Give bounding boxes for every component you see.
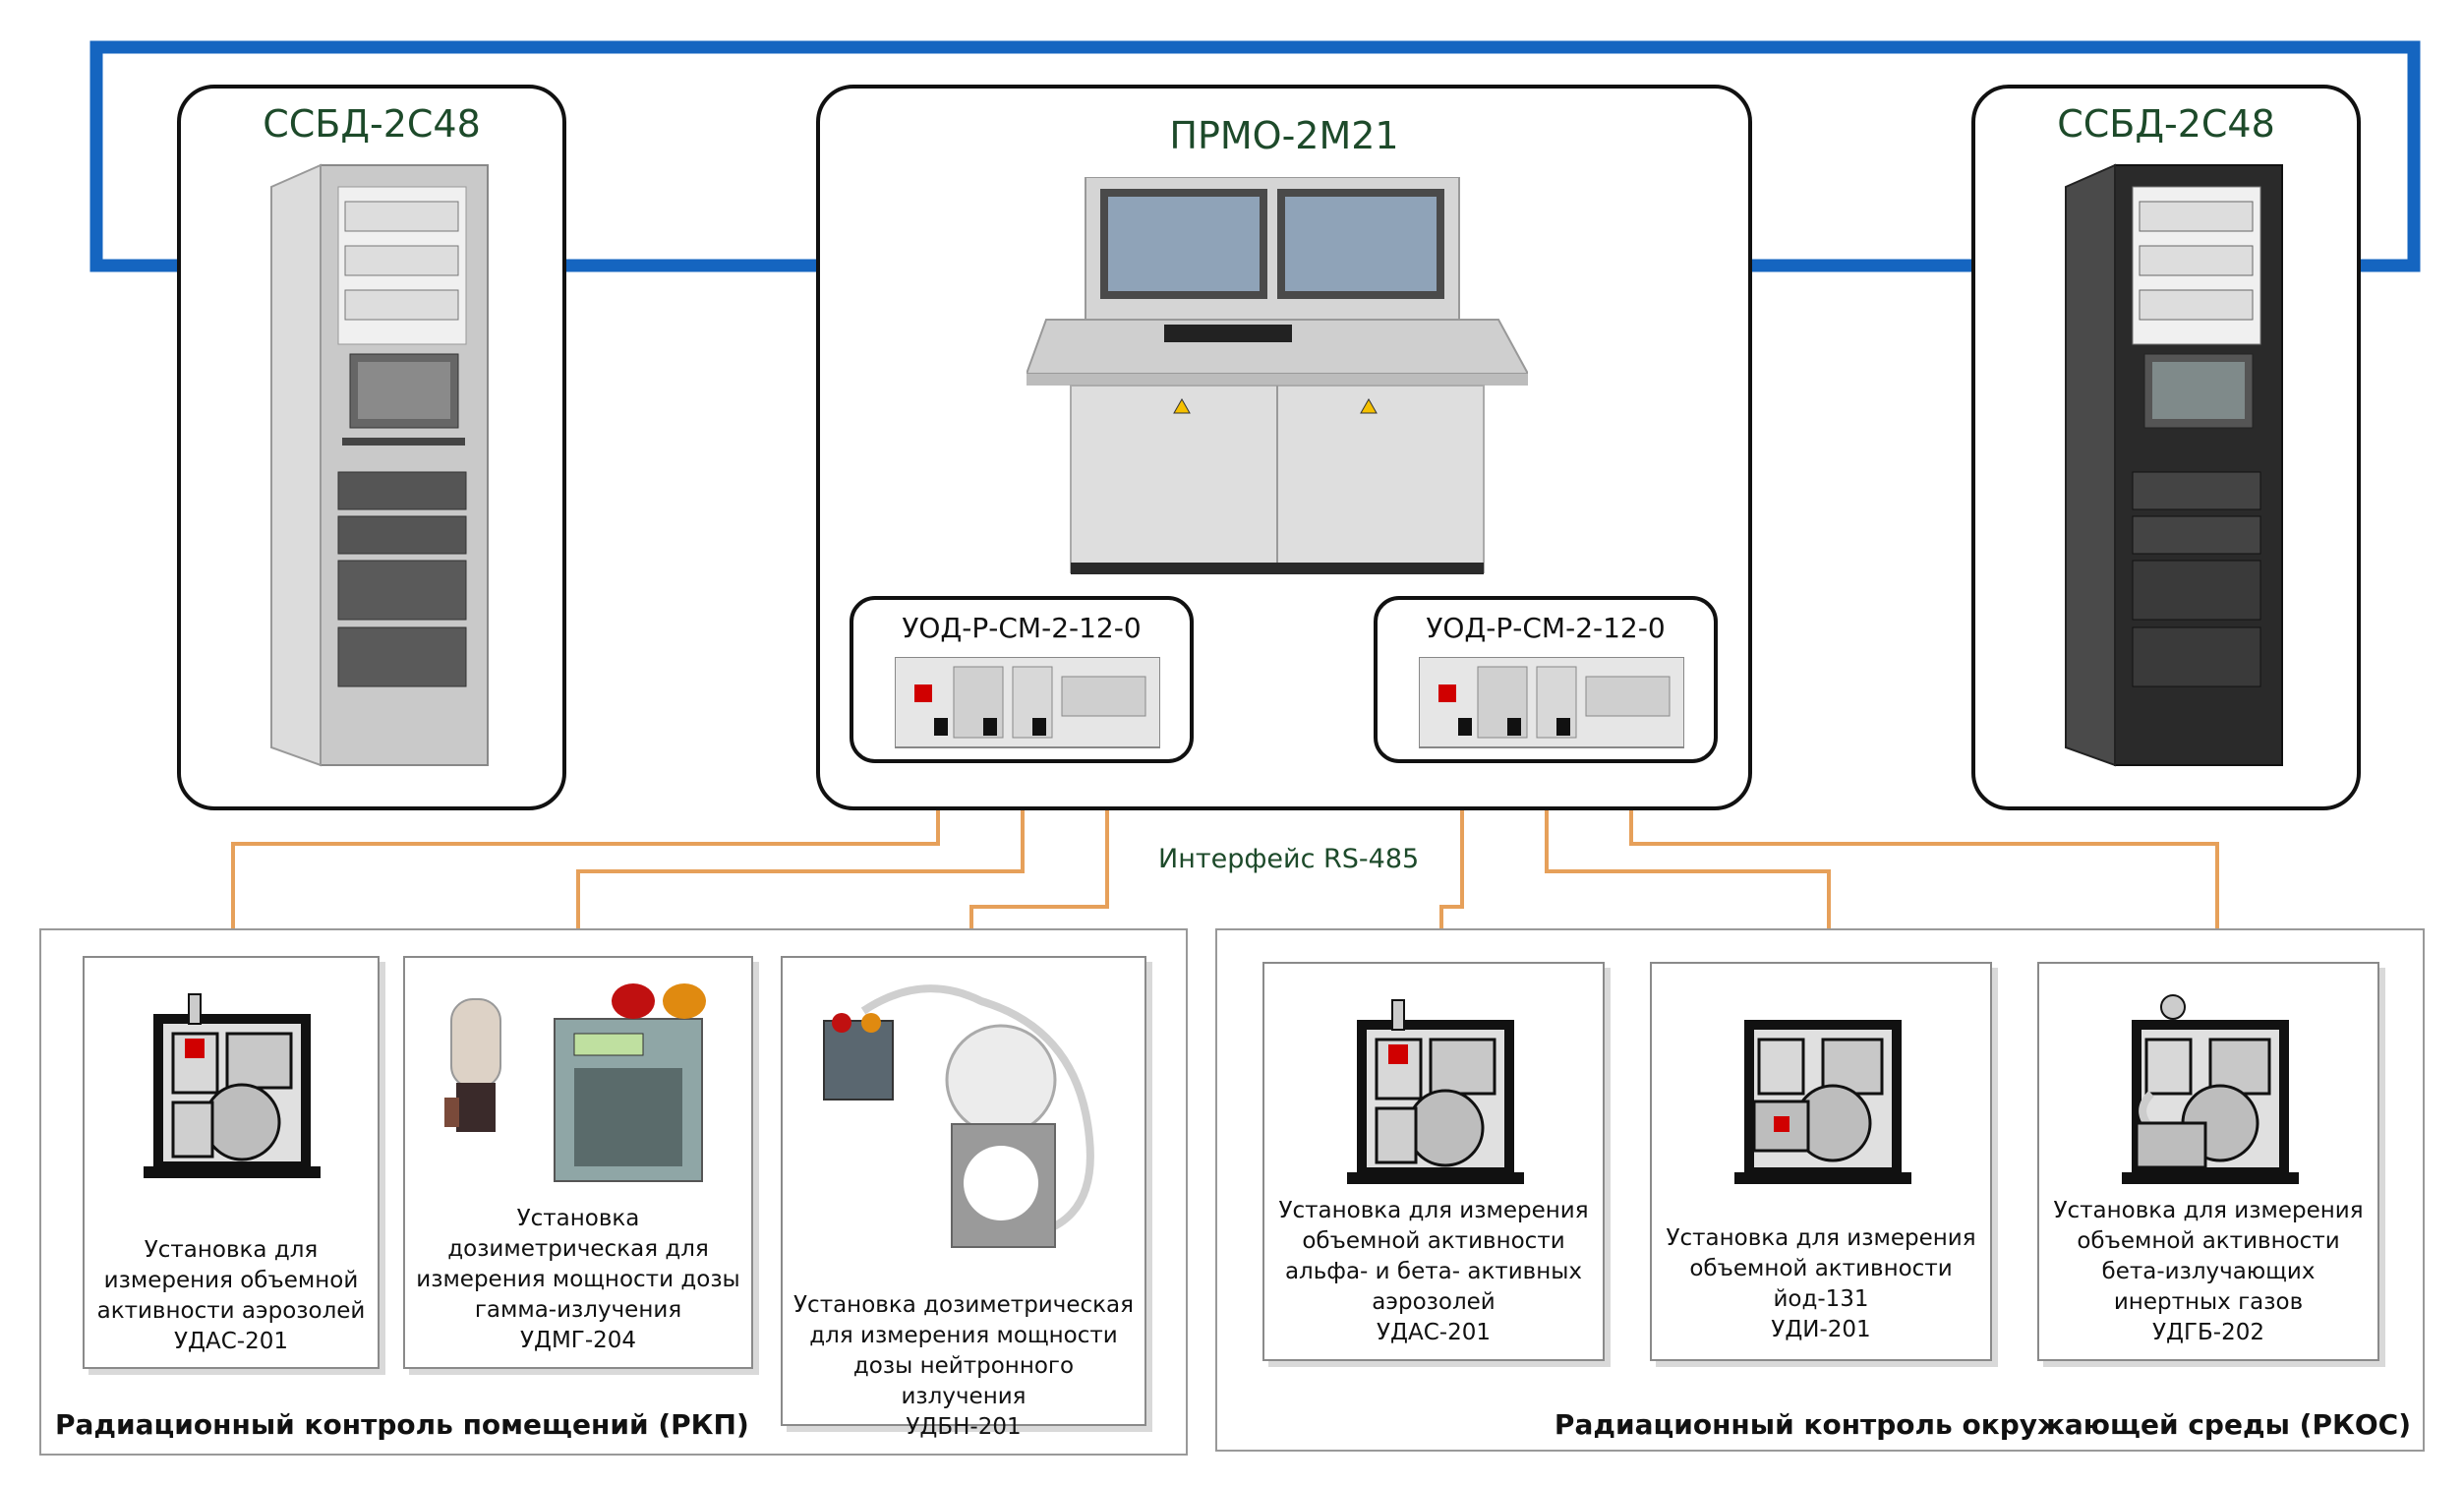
caption-line: УДАС-201 bbox=[1377, 1320, 1491, 1345]
caption-line: УДГБ-202 bbox=[2152, 1320, 2264, 1345]
caption-line: для измерения мощности bbox=[809, 1323, 1118, 1348]
caption-line: измерения объемной bbox=[103, 1268, 359, 1293]
caption-line: измерения мощности дозы bbox=[416, 1267, 740, 1292]
uod-left-label: УОД-Р-СМ-2-12-0 bbox=[902, 612, 1142, 644]
caption-line: объемной активности bbox=[2077, 1228, 2340, 1254]
server-rack-dark-icon bbox=[2065, 163, 2283, 767]
rkos-card-udas: Установка для измерения объемной активно… bbox=[1262, 962, 1605, 1361]
caption-line: УДБН-201 bbox=[906, 1414, 1022, 1440]
caption-line: Установка для измерения bbox=[1278, 1198, 1589, 1223]
caption-line: дозиметрическая для bbox=[447, 1236, 709, 1262]
network-ring-line bbox=[89, 40, 2421, 272]
uod-crate-icon bbox=[1419, 657, 1684, 748]
caption-line: Установка для bbox=[144, 1237, 319, 1263]
caption-line: УДАС-201 bbox=[174, 1329, 288, 1354]
uod-right-label: УОД-Р-СМ-2-12-0 bbox=[1426, 612, 1666, 644]
iodine-unit-icon bbox=[1734, 1020, 1911, 1184]
caption-line: альфа- и бета- активных bbox=[1284, 1259, 1583, 1284]
inert-gas-unit-icon bbox=[2122, 994, 2299, 1184]
rkp-card-udbn: Установка дозиметрическая для измерения … bbox=[781, 956, 1146, 1440]
rkp-title: Радиационный контроль помещений (РКП) bbox=[55, 1408, 749, 1441]
aerosol-unit-icon bbox=[1347, 999, 1524, 1184]
server-rack-icon bbox=[270, 163, 489, 767]
rkp-caption-3: Установка дозиметрическая для измерения … bbox=[792, 1290, 1135, 1443]
caption-line: объемной активности bbox=[1689, 1256, 1953, 1281]
aerosol-unit-icon bbox=[144, 993, 321, 1178]
caption-line: инертных газов bbox=[2113, 1289, 2304, 1315]
caption-line: бета-излучающих bbox=[2101, 1259, 2316, 1284]
caption-line: УДМГ-204 bbox=[519, 1328, 637, 1353]
caption-line: Установка bbox=[516, 1206, 640, 1231]
uod-crate-icon bbox=[895, 657, 1160, 748]
caption-line: гамма-излучения bbox=[474, 1297, 682, 1323]
caption-line: УДИ-201 bbox=[1771, 1317, 1871, 1342]
rkos-caption-2: Установка для измерения объемной активно… bbox=[1662, 1223, 1980, 1345]
rkp-caption-1: Установка для измерения объемной активно… bbox=[94, 1235, 368, 1357]
caption-line: Установка для измерения bbox=[2053, 1198, 2364, 1223]
caption-line: Установка для измерения bbox=[1666, 1225, 1976, 1251]
caption-line: Установка дозиметрическая bbox=[793, 1292, 1134, 1318]
rs485-line-2 bbox=[576, 762, 1025, 961]
rkp-caption-2: Установка дозиметрическая для измерения … bbox=[415, 1204, 741, 1356]
rkos-title: Радиационный контроль окружающей среды (… bbox=[1554, 1408, 2411, 1441]
gamma-dosimeter-icon bbox=[444, 983, 706, 1182]
right-cabinet-box: ССБД-2С48 bbox=[1971, 85, 2361, 810]
caption-line: активности аэрозолей bbox=[96, 1298, 366, 1324]
rkp-card-udmg: Установка дозиметрическая для измерения … bbox=[403, 956, 753, 1369]
caption-line: йод-131 bbox=[1773, 1286, 1869, 1312]
left-cabinet-title: ССБД-2С48 bbox=[263, 102, 481, 146]
operator-console-icon bbox=[1027, 177, 1528, 574]
rkp-card-udas: Установка для измерения объемной активно… bbox=[83, 956, 380, 1369]
rkos-caption-3: Установка для измерения объемной активно… bbox=[2049, 1196, 2368, 1348]
caption-line: дозы нейтронного излучения bbox=[852, 1353, 1075, 1409]
rkos-card-udgb: Установка для измерения объемной активно… bbox=[2037, 962, 2379, 1361]
rkos-caption-1: Установка для измерения объемной активно… bbox=[1274, 1196, 1593, 1348]
interface-label: Интерфейс RS-485 bbox=[1158, 844, 1420, 874]
prmo-title: ПРМО-2М21 bbox=[1169, 114, 1399, 157]
uod-right-box: УОД-Р-СМ-2-12-0 bbox=[1374, 596, 1718, 763]
right-cabinet-title: ССБД-2С48 bbox=[2057, 102, 2275, 146]
left-cabinet-box: ССБД-2С48 bbox=[177, 85, 566, 810]
rkos-card-udi: Установка для измерения объемной активно… bbox=[1650, 962, 1992, 1361]
caption-line: объемной активности bbox=[1302, 1228, 1565, 1254]
uod-left-box: УОД-Р-СМ-2-12-0 bbox=[850, 596, 1194, 763]
caption-line: аэрозолей bbox=[1372, 1289, 1496, 1315]
neutron-dosimeter-icon bbox=[823, 984, 1094, 1248]
rs485-line-5 bbox=[1545, 762, 1831, 967]
